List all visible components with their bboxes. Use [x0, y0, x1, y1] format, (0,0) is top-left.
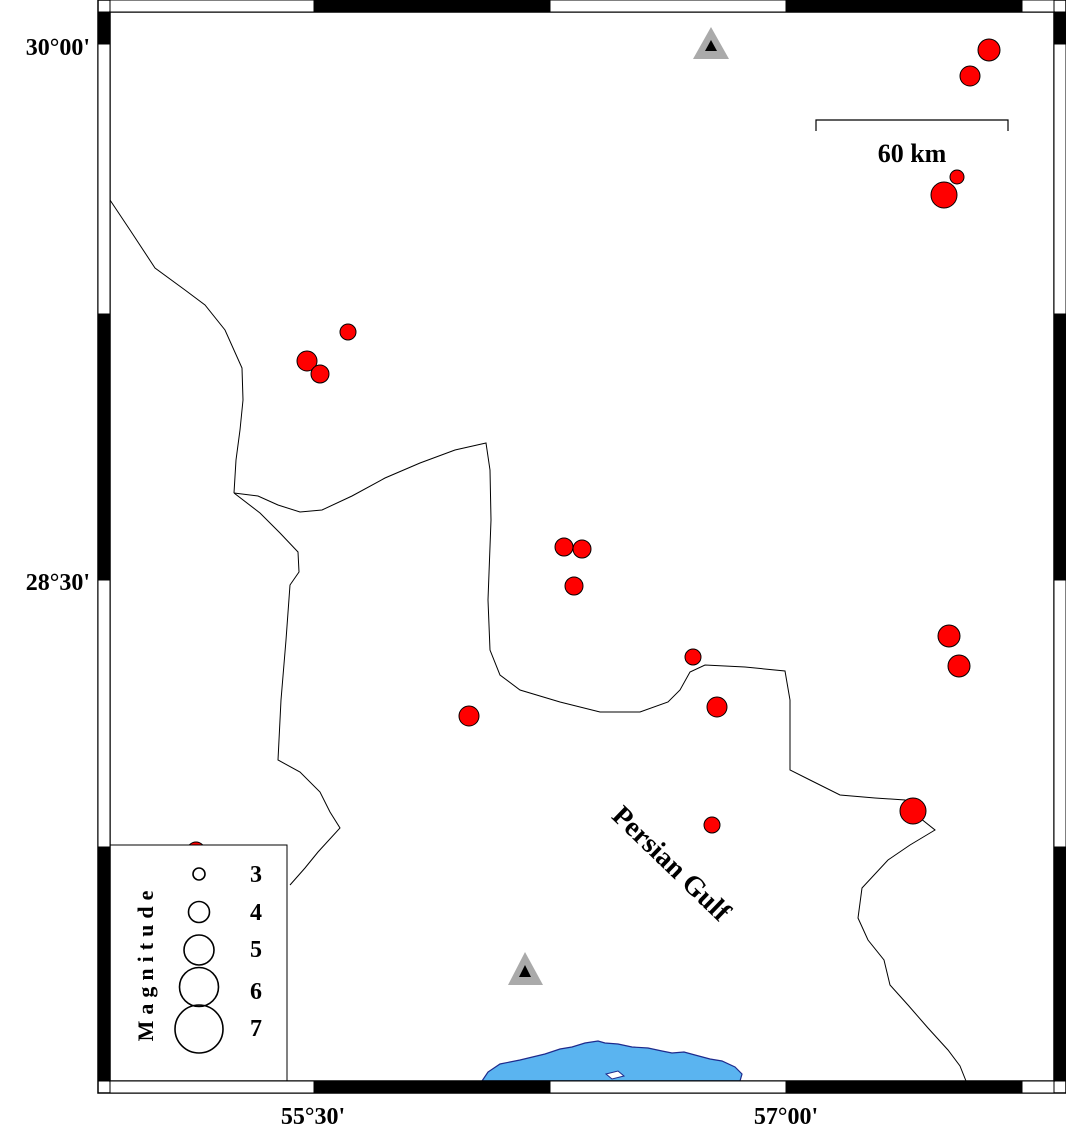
earthquake-events — [186, 38, 1001, 861]
frame-band-top — [785, 0, 1023, 13]
frame-band-top — [1021, 0, 1055, 13]
station-south — [508, 952, 543, 985]
legend-label-4: 4 — [250, 900, 262, 926]
earthquake-event — [899, 797, 927, 825]
legend-circle-3 — [192, 867, 206, 881]
earthquake-event — [949, 169, 965, 185]
scale-bar-label: 60 km — [878, 139, 947, 168]
frame-band-bottom — [1021, 1080, 1055, 1094]
magnitude-legend: Magnitude 3 4 5 6 7 — [109, 844, 288, 1082]
frame-band-top — [109, 0, 315, 13]
frame-band-top — [313, 0, 551, 13]
boundary-lines — [109, 199, 967, 1082]
frame-band-left — [97, 313, 111, 581]
longitude-label-55-30: 55°30' — [281, 1104, 345, 1130]
longitude-label-57-00: 57°00' — [754, 1104, 818, 1130]
earthquake-event — [947, 654, 971, 678]
frame-band-bottom — [549, 1080, 787, 1094]
earthquake-event — [296, 350, 318, 372]
earthquake-event — [310, 364, 330, 384]
earthquake-event — [930, 181, 958, 209]
earthquake-event — [458, 705, 480, 727]
earthquake-event — [554, 537, 574, 557]
frame-band-right — [1053, 313, 1066, 581]
frame-band-right — [1053, 11, 1066, 45]
earthquake-event — [572, 539, 592, 559]
earthquake-event — [564, 576, 584, 596]
frame-band-top — [549, 0, 787, 13]
station-south-inner — [519, 965, 531, 977]
station-north — [693, 27, 729, 59]
frame-band-left — [97, 846, 111, 1082]
legend-label-7: 7 — [250, 1016, 262, 1042]
scale-bar: 60 km — [815, 119, 1009, 168]
frame-band-left — [97, 579, 111, 848]
earthquake-event — [937, 624, 961, 648]
frame-bands — [97, 0, 1066, 1094]
earthquake-event — [977, 38, 1001, 62]
frame-band-left — [97, 11, 111, 45]
latitude-label-28-30: 28°30' — [26, 570, 90, 596]
earthquake-event — [339, 323, 357, 341]
legend-title: Magnitude — [133, 885, 158, 1042]
legend-label-3: 3 — [250, 862, 262, 888]
frame-band-left — [97, 43, 111, 315]
legend-circle-6 — [178, 966, 220, 1008]
boundary-central — [233, 442, 967, 1082]
frame-band-bottom — [313, 1080, 551, 1094]
legend-circle-7 — [174, 1004, 224, 1054]
legend-circles — [174, 867, 224, 1054]
earthquake-event — [959, 65, 981, 87]
frame-band-right — [1053, 43, 1066, 315]
frame-band-bottom — [109, 1080, 315, 1094]
legend-circle-4 — [187, 900, 211, 924]
frame-band-right — [1053, 579, 1066, 848]
map-frame — [97, 0, 1066, 1094]
latitude-label-30-00: 30°00' — [26, 35, 90, 61]
frame-band-right — [1053, 846, 1066, 1082]
frame-band-bottom — [785, 1080, 1023, 1094]
sea-islet — [604, 1070, 626, 1080]
earthquake-event — [703, 816, 721, 834]
scale-bar-line — [815, 119, 1009, 131]
sea-area — [480, 1040, 743, 1082]
legend-label-6: 6 — [250, 979, 262, 1005]
legend-label-5: 5 — [250, 937, 262, 963]
earthquake-event — [684, 648, 702, 666]
legend-box — [109, 844, 288, 1082]
boundary-northwest — [109, 199, 244, 494]
legend-circle-5 — [183, 934, 215, 966]
earthquake-event — [706, 696, 728, 718]
station-north-inner — [705, 40, 717, 51]
boundary-southwest — [233, 492, 341, 886]
